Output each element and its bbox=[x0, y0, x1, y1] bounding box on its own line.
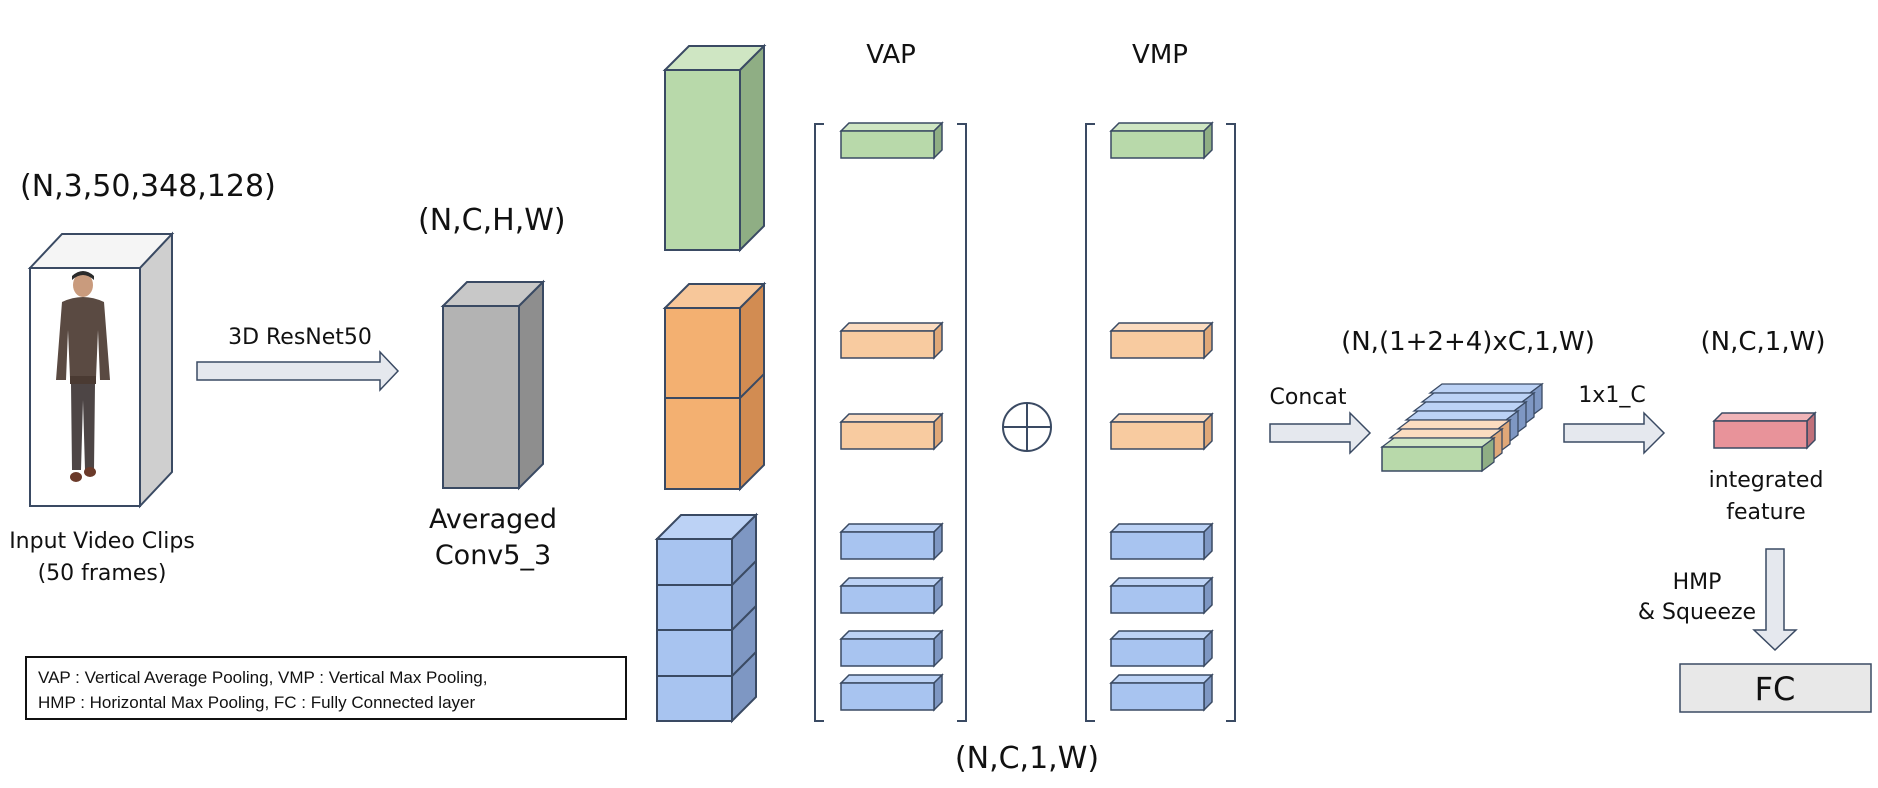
integrated-caption-line1: integrated bbox=[1709, 468, 1824, 493]
concat-arrow-label: Concat bbox=[1270, 385, 1347, 410]
conv1x1-arrow-label: 1x1_C bbox=[1578, 383, 1645, 408]
hmp-arrow bbox=[1752, 548, 1798, 652]
person-figure bbox=[56, 271, 110, 482]
conv-feature-block bbox=[440, 279, 546, 491]
input-video-cube bbox=[27, 231, 175, 509]
integrated-shape-label: (N,C,1,W) bbox=[1701, 327, 1826, 357]
backbone-arrow bbox=[196, 350, 400, 392]
vap-orange-slab bbox=[839, 321, 944, 360]
conv-caption-line1: Averaged bbox=[429, 504, 557, 535]
integrated-caption-line2: feature bbox=[1726, 500, 1805, 525]
vmp-bracket bbox=[1085, 123, 1236, 722]
legend-box bbox=[25, 656, 627, 720]
vmp-green-slab bbox=[1109, 121, 1214, 160]
vmp-orange-slab bbox=[1109, 412, 1214, 451]
vmp-blue-slab bbox=[1109, 522, 1214, 561]
vmp-orange-slab bbox=[1109, 321, 1214, 360]
concat-shape-label: (N,(1+2+4)xC,1,W) bbox=[1341, 327, 1595, 357]
legend-line2: HMP : Horizontal Max Pooling, FC : Fully… bbox=[38, 693, 475, 712]
blue-partition-block bbox=[654, 512, 759, 724]
vap-blue-slab bbox=[839, 522, 944, 561]
concatenated-feature-stack bbox=[1380, 382, 1544, 473]
vap-blue-slab bbox=[839, 673, 944, 712]
conv-shape-label: (N,C,H,W) bbox=[418, 203, 566, 238]
legend-line1: VAP : Vertical Average Pooling, VMP : Ve… bbox=[38, 668, 488, 687]
input-shape-label: (N,3,50,348,128) bbox=[20, 169, 276, 204]
fc-label: FC bbox=[1755, 670, 1796, 708]
input-caption-line1: Input Video Clips bbox=[9, 529, 195, 554]
vap-blue-slab bbox=[839, 629, 944, 668]
vap-green-slab bbox=[839, 121, 944, 160]
orange-partition-block bbox=[662, 281, 767, 492]
vmp-blue-slab bbox=[1109, 673, 1214, 712]
vap-orange-slab bbox=[839, 412, 944, 451]
hmp-label-line1: HMP bbox=[1673, 570, 1722, 595]
vap-label: VAP bbox=[866, 40, 916, 70]
vmp-label: VMP bbox=[1132, 40, 1188, 70]
pool-output-shape-label: (N,C,1,W) bbox=[955, 741, 1099, 776]
conv-caption-line2: Conv5_3 bbox=[435, 540, 551, 571]
input-caption-line2: (50 frames) bbox=[38, 561, 167, 586]
elementwise-sum-icon bbox=[1002, 402, 1052, 452]
concat-arrow bbox=[1269, 411, 1372, 455]
vmp-blue-slab bbox=[1109, 576, 1214, 615]
backbone-arrow-label: 3D ResNet50 bbox=[228, 325, 372, 350]
conv1x1-arrow bbox=[1563, 411, 1666, 455]
vap-blue-slab bbox=[839, 576, 944, 615]
green-partition-block bbox=[662, 43, 767, 253]
fc-box bbox=[1679, 663, 1872, 713]
hmp-label-line2: & Squeeze bbox=[1638, 600, 1756, 625]
vap-bracket bbox=[814, 123, 967, 722]
integrated-feature-slab bbox=[1712, 411, 1817, 450]
vmp-blue-slab bbox=[1109, 629, 1214, 668]
